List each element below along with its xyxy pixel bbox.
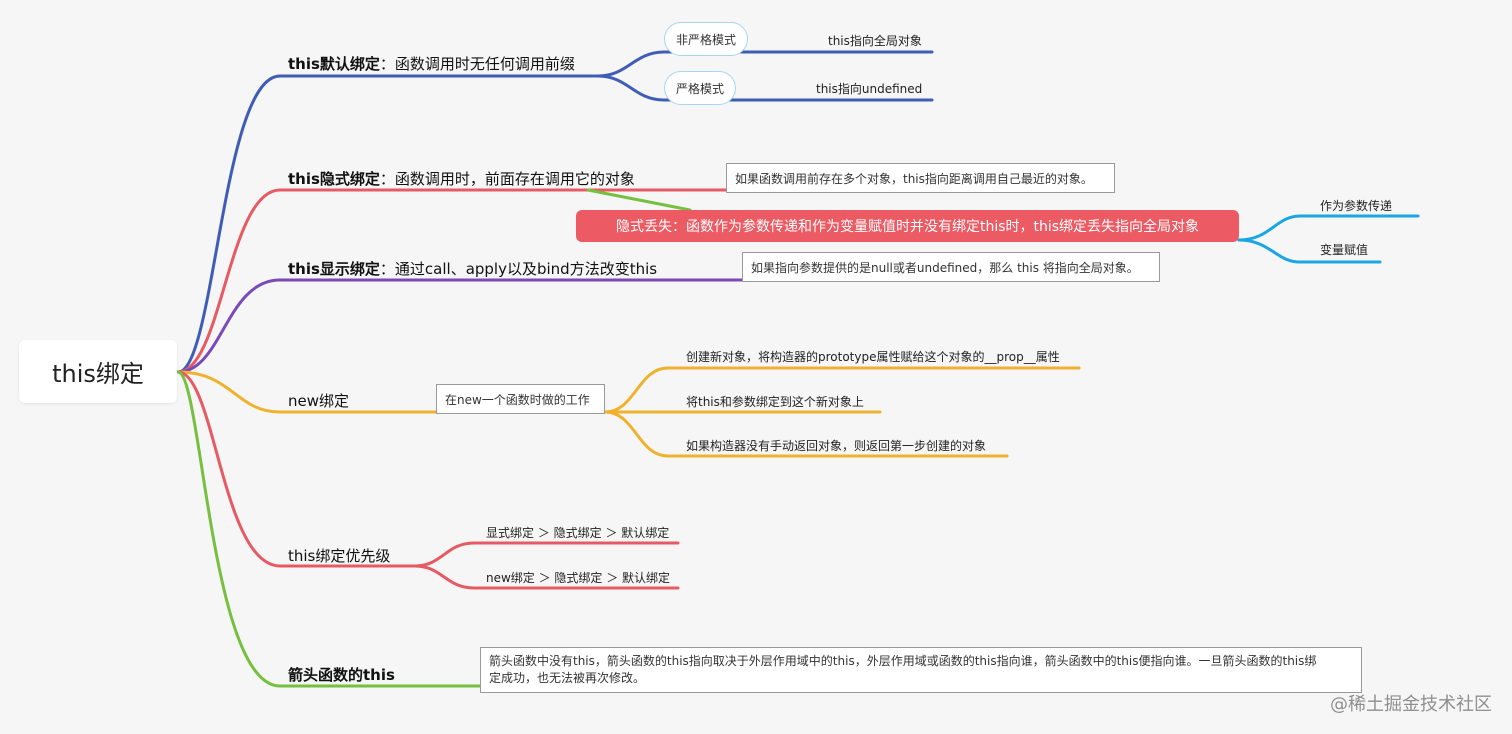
priority-item-2: new绑定 ＞ 隐式绑定 ＞ 默认绑定 [486,571,671,585]
link-priority [176,370,282,568]
loss-case-variable: 变量赋值 [1320,243,1369,257]
branch-new-binding[interactable]: new绑定 [288,392,350,410]
new-step-3: 如果构造器没有手动返回对象，则返回第一步创建的对象 [686,439,987,453]
note-new[interactable]: 在new一个函数时做的工作 [436,384,605,414]
pill-non-strict-mode[interactable]: 非严格模式 [664,22,748,56]
new-step-1: 创建新对象，将构造器的prototype属性赋给这个对象的__prop__属性 [686,350,1060,364]
root-label: this绑定 [52,360,144,388]
loss-case-param: 作为参数传递 [1320,199,1393,213]
pill-strict-mode[interactable]: 严格模式 [664,71,736,105]
root-node[interactable]: this绑定 [19,340,177,403]
branch-implicit-title: this隐式绑定 [288,170,380,188]
note-arrow-line1: 箭头函数中没有this，箭头函数的this指向取决于外层作用域中的this，外层… [489,654,1317,668]
priority-item-1: 显式绑定 ＞ 隐式绑定 ＞ 默认绑定 [486,526,670,540]
branch-explicit-binding[interactable]: this显示绑定：通过call、apply以及bind方法改变this [288,258,657,279]
note-arrow-line2: 定成功，也无法被再次修改。 [489,671,646,685]
leaf-strict-result: this指向undefined [816,82,923,96]
note-new-text: 在new一个函数时做的工作 [445,392,590,407]
note-arrow[interactable]: 箭头函数中没有this，箭头函数的this指向取决于外层作用域中的this，外层… [480,647,1362,693]
leaf-non-strict-result: this指向全局对象 [828,34,922,48]
branch-default-desc: ：函数调用时无任何调用前缀 [379,55,575,73]
watermark: @稀土掘金技术社区 [1330,694,1492,715]
branch-default-title: this默认绑定 [288,55,380,73]
branch-implicit-desc: ：函数调用时，前面存在调用它的对象 [379,170,635,188]
pill-non-strict-label: 非严格模式 [675,32,736,47]
branch-explicit-title: this显示绑定 [288,260,380,278]
branch-priority[interactable]: this绑定优先级 [288,547,391,565]
link-new [176,370,282,414]
note-explicit-text: 如果指向参数提供的是null或者undefined，那么 this 将指向全局对… [751,260,1139,275]
branch-explicit-desc: ：通过call、apply以及bind方法改变this [379,260,658,278]
link-implicit [176,188,282,374]
link-arrow [176,370,282,688]
link-default [176,74,282,374]
note-explicit[interactable]: 如果指向参数提供的是null或者undefined，那么 this 将指向全局对… [742,252,1160,282]
implicit-loss-text: 隐式丢失：函数作为参数传递和作为变量赋值时并没有绑定this时，this绑定丢失… [615,219,1200,235]
implicit-loss-callout[interactable]: 隐式丢失：函数作为参数传递和作为变量赋值时并没有绑定this时，this绑定丢失… [576,210,1239,242]
pill-strict-label: 严格模式 [675,81,724,96]
new-step-2: 将this和参数绑定到这个新对象上 [686,395,864,409]
branch-arrow-function[interactable]: 箭头函数的this [288,666,395,684]
link-implicit-loss [586,188,692,212]
link-explicit [176,278,282,374]
note-implicit[interactable]: 如果函数调用前存在多个对象，this指向距离调用自己最近的对象。 [726,163,1115,193]
branch-default-binding[interactable]: this默认绑定：函数调用时无任何调用前缀 [288,53,575,74]
note-implicit-text: 如果函数调用前存在多个对象，this指向距离调用自己最近的对象。 [735,171,1093,186]
branch-implicit-binding[interactable]: this隐式绑定：函数调用时，前面存在调用它的对象 [288,168,635,189]
